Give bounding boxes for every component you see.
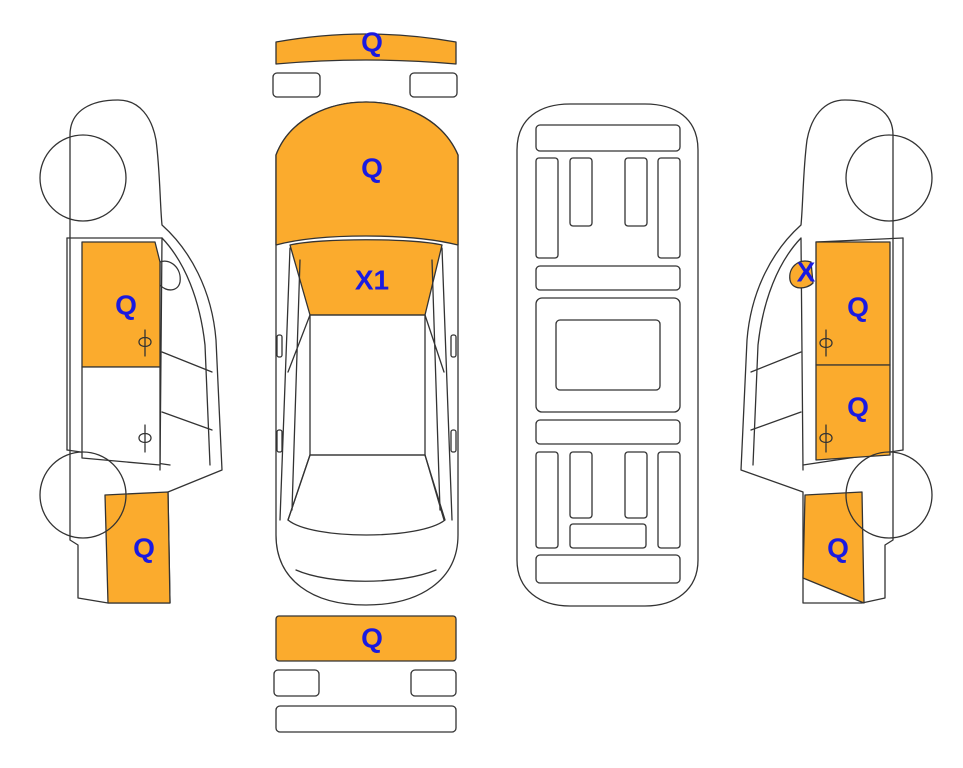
left-side-glass — [279, 247, 311, 521]
right-front-door-label: Q — [847, 292, 869, 323]
left-rear-quarter-panel[interactable] — [104, 491, 171, 604]
underside-front-right-rail — [657, 157, 681, 259]
underside-front-left-arm — [569, 157, 593, 227]
right-body-outline — [740, 99, 894, 604]
right-mirror-panel[interactable] — [789, 260, 814, 289]
right-rear-door-label: Q — [847, 392, 869, 423]
trunk-line — [295, 569, 437, 582]
underside-floor — [535, 297, 681, 413]
right-rear-quarter-panel[interactable] — [802, 491, 865, 604]
rear-left-light[interactable] — [273, 669, 320, 697]
right-side-view: X Q Q Q — [740, 99, 933, 604]
left-mirror — [159, 260, 181, 291]
rear-right-light[interactable] — [410, 669, 457, 697]
left-front-wheel — [39, 134, 127, 222]
right-rear-door-handle — [819, 424, 833, 453]
left-rear-door-panel[interactable] — [81, 366, 161, 466]
left-body-outline — [69, 99, 223, 604]
front-right-light[interactable] — [409, 72, 458, 98]
left-front-door-handle — [138, 329, 152, 357]
left-rear-wheel — [39, 451, 127, 539]
left-rear-door-handle — [138, 424, 152, 453]
underside-rear-left-rail — [535, 451, 559, 549]
underside-cross-bar-2 — [535, 419, 681, 445]
roof-outline — [309, 314, 426, 456]
right-rear-quarter-label: Q — [827, 533, 849, 564]
underside-center-panel — [555, 319, 661, 391]
rear-bumper-panel[interactable] — [275, 615, 457, 662]
right-window-line — [750, 351, 802, 431]
right-rear-wheel — [845, 451, 933, 539]
rear-bumper-label: Q — [361, 623, 383, 654]
underside-rear-cross — [569, 523, 647, 549]
underside-outline — [516, 103, 699, 607]
right-front-door-handle — [819, 329, 833, 357]
top-view: Q Q X1 Q — [272, 27, 459, 733]
front-bumper-panel[interactable] — [275, 33, 457, 65]
right-mirror-label: X — [797, 257, 816, 288]
rear-window — [287, 454, 446, 536]
underside-cross-bar-1 — [535, 265, 681, 291]
underside-view — [516, 103, 699, 607]
right-rear-door-panel[interactable] — [815, 364, 891, 461]
windshield-label: X1 — [355, 265, 389, 296]
rear-skirt[interactable] — [275, 705, 457, 733]
left-handle-top — [276, 429, 283, 453]
right-front-wheel — [845, 134, 933, 222]
left-side-view: Q Q — [39, 99, 223, 604]
left-front-door-panel[interactable] — [81, 241, 161, 368]
underside-front-right-arm — [624, 157, 648, 227]
left-front-door-label: Q — [115, 290, 137, 321]
underside-rear-left-arm — [569, 451, 593, 519]
left-window-line — [161, 351, 213, 431]
underside-rear-right-rail — [657, 451, 681, 549]
underside-rear-right-arm — [624, 451, 648, 519]
right-belt-top — [815, 237, 904, 243]
hood-label: Q — [361, 153, 383, 184]
left-mirror-top — [276, 334, 283, 358]
underside-front-bar — [535, 124, 681, 152]
hood-panel[interactable] — [275, 101, 459, 246]
windshield-panel[interactable] — [289, 239, 443, 316]
right-mirror-top — [450, 334, 457, 358]
right-side-glass — [424, 247, 453, 521]
underside-rear-bar — [535, 554, 681, 584]
front-bumper-label: Q — [361, 27, 383, 58]
left-rear-quarter-label: Q — [133, 533, 155, 564]
front-left-light[interactable] — [272, 72, 321, 98]
underside-front-left-rail — [535, 157, 559, 259]
right-handle-top — [450, 429, 457, 453]
